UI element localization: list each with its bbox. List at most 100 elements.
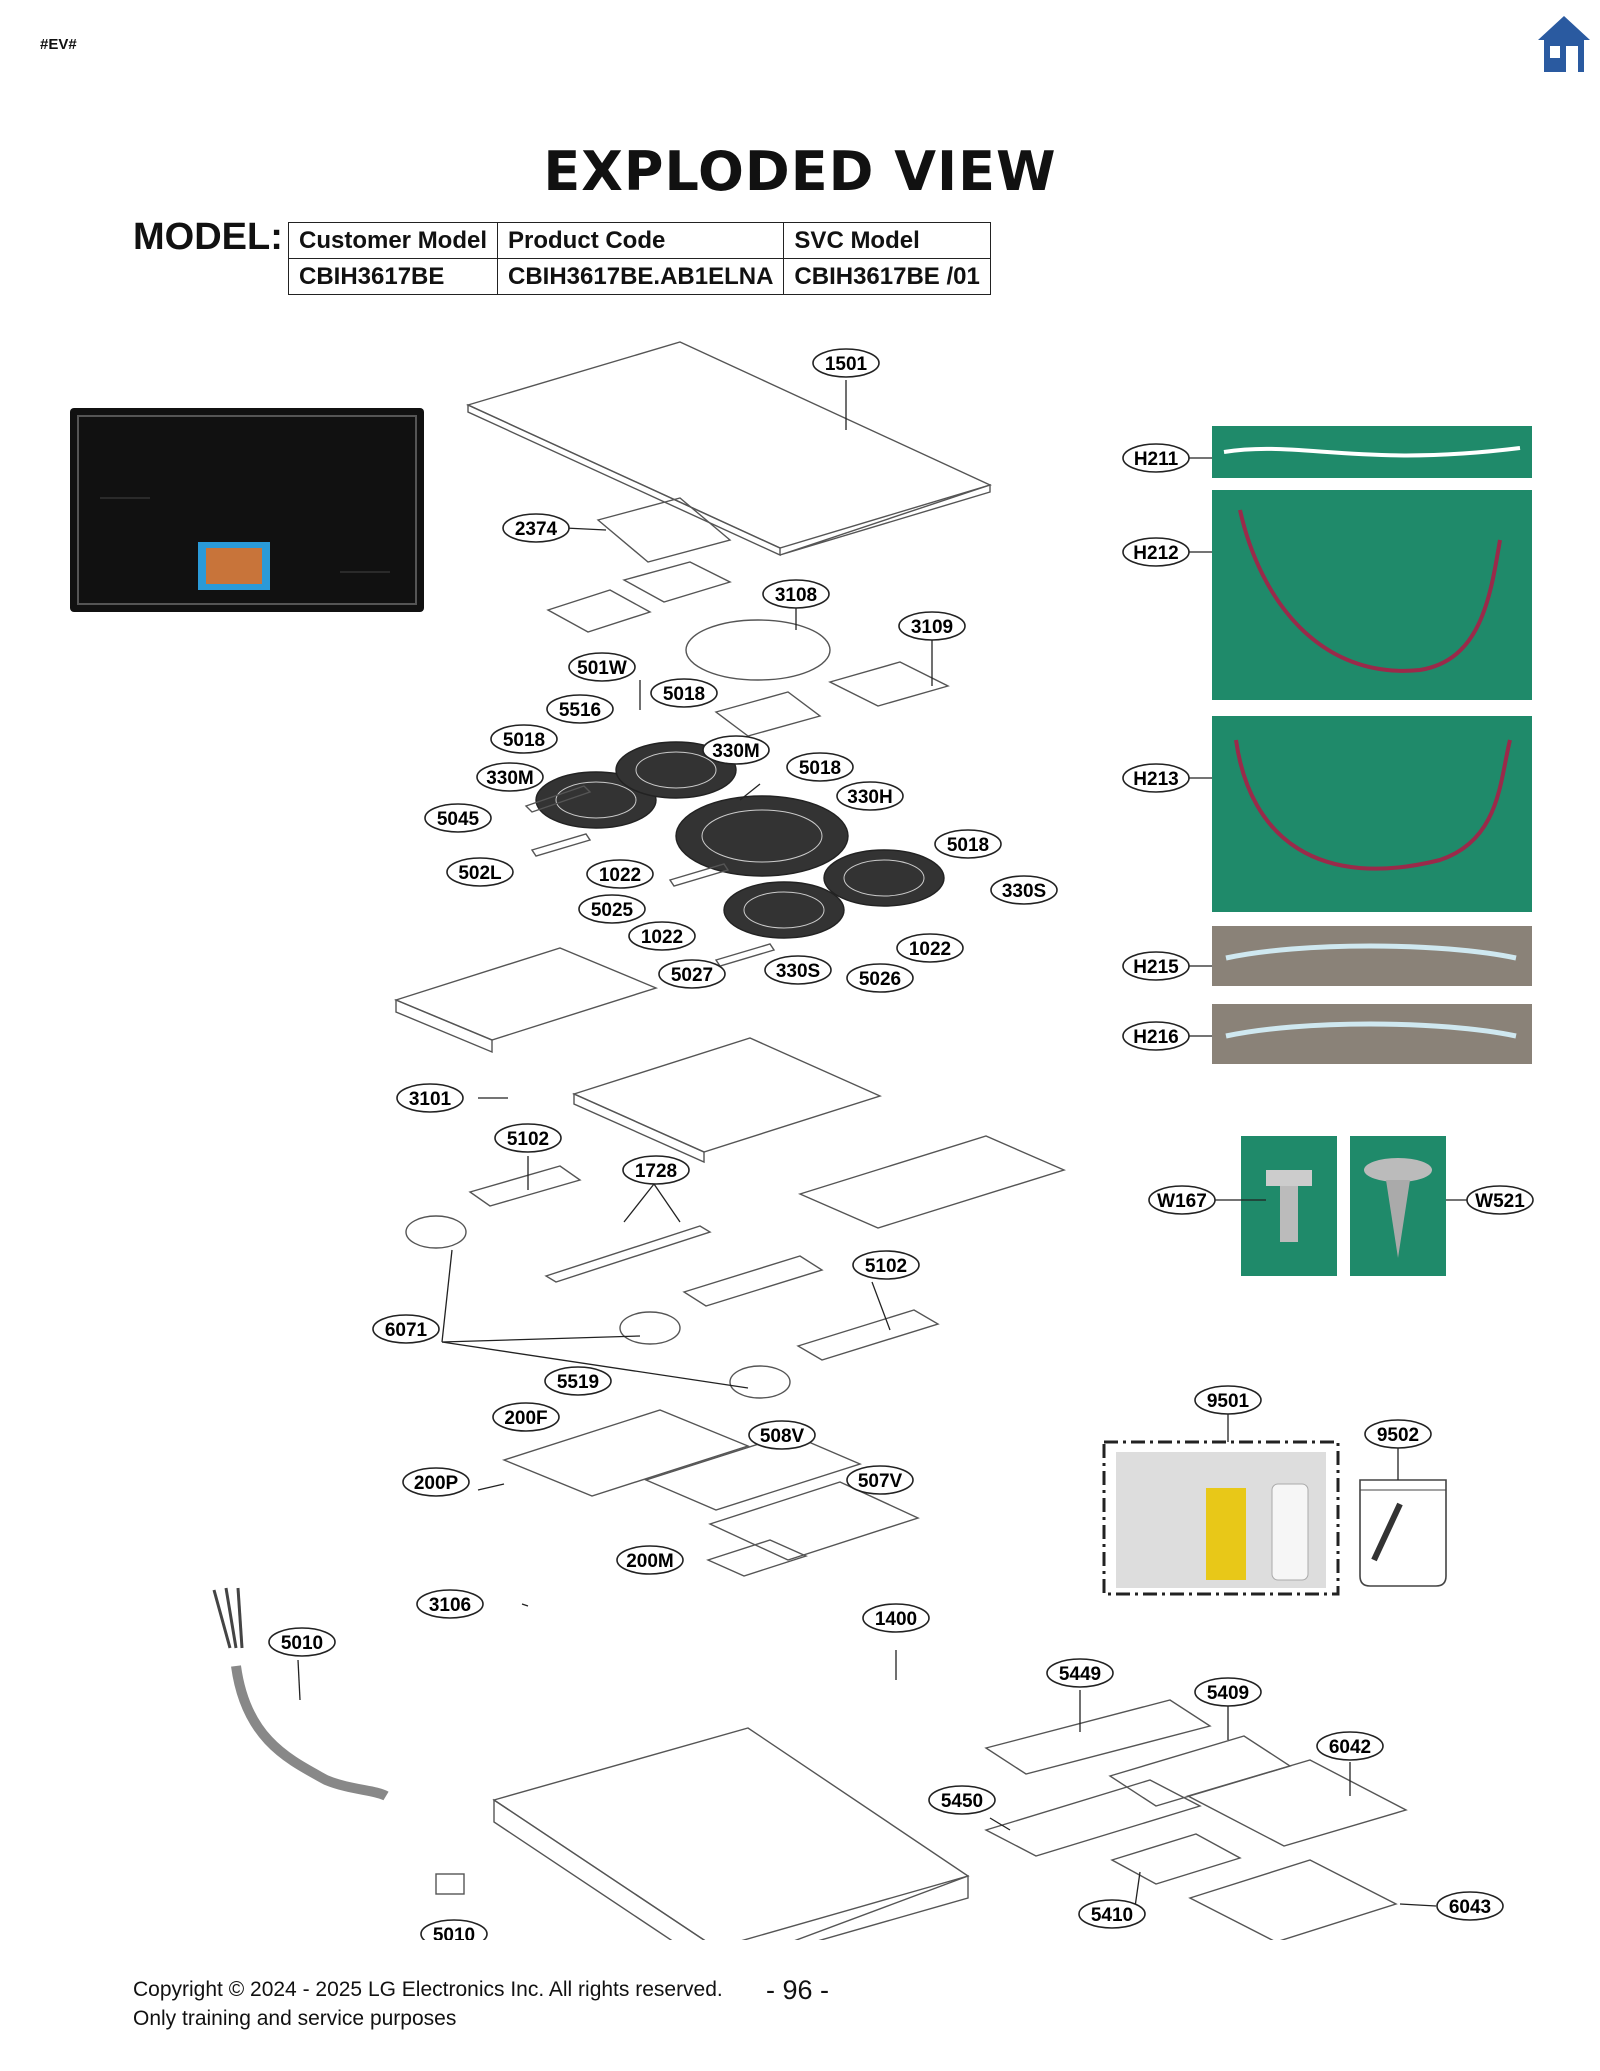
callout: 2374 <box>502 513 570 543</box>
svg-text:3108: 3108 <box>775 585 817 606</box>
svg-text:5025: 5025 <box>591 900 634 921</box>
product-code-value: CBIH3617BE.AB1ELNA <box>497 258 785 295</box>
svg-text:5519: 5519 <box>557 1372 599 1393</box>
svg-text:501W: 501W <box>577 658 627 679</box>
svg-text:1501: 1501 <box>825 354 868 375</box>
svg-text:330M: 330M <box>486 768 534 789</box>
callout: 330S <box>764 955 832 985</box>
svg-text:9502: 9502 <box>1377 1425 1419 1446</box>
svg-text:5026: 5026 <box>859 969 901 990</box>
callout: 5045 <box>424 803 492 833</box>
svg-text:5449: 5449 <box>1059 1664 1101 1685</box>
callout: 3108 <box>762 579 830 609</box>
svg-text:5018: 5018 <box>663 684 705 705</box>
callout: 6042 <box>1316 1731 1384 1761</box>
callout: 200F <box>492 1402 560 1432</box>
callout: 5018 <box>934 829 1002 859</box>
exploded-view-diagram: 1501 2374 3108 3109 501W 5018 5516 5018 … <box>212 341 1534 1940</box>
svg-text:5010: 5010 <box>281 1633 323 1654</box>
callout: 5026 <box>846 963 914 993</box>
callout: 5410 <box>1078 1899 1146 1929</box>
svg-text:W521: W521 <box>1475 1191 1525 1212</box>
callout: 1501 <box>812 348 880 378</box>
document-tag: #EV# <box>40 36 77 53</box>
svg-text:H211: H211 <box>1134 449 1179 470</box>
callout: 1022 <box>896 933 964 963</box>
svg-text:1022: 1022 <box>909 939 951 960</box>
callout: W521 <box>1466 1185 1534 1215</box>
svg-text:5410: 5410 <box>1091 1905 1133 1926</box>
svg-text:2374: 2374 <box>515 519 558 540</box>
svg-text:5010: 5010 <box>433 1925 475 1940</box>
callout: 501W <box>568 652 636 682</box>
svg-text:5045: 5045 <box>437 809 480 830</box>
callout: 502L <box>446 857 514 887</box>
svg-text:330H: 330H <box>847 787 892 808</box>
col-svc-model: SVC Model <box>783 222 991 259</box>
customer-model-value: CBIH3617BE <box>287 258 499 295</box>
svg-text:5018: 5018 <box>503 730 545 751</box>
svg-text:3106: 3106 <box>429 1595 471 1616</box>
callout: 5450 <box>928 1785 996 1815</box>
svg-text:1400: 1400 <box>875 1609 917 1630</box>
callout: 330H <box>836 781 904 811</box>
copyright-line-2: Only training and service purposes <box>133 2007 457 2030</box>
callout: 5018 <box>490 724 558 754</box>
svg-text:9501: 9501 <box>1207 1391 1250 1412</box>
harness-photo-h212 <box>1212 490 1532 700</box>
svg-text:1022: 1022 <box>641 927 683 948</box>
page-number: - 96 - <box>766 1975 830 2005</box>
col-product-code: Product Code <box>497 222 785 259</box>
callout: 5102 <box>494 1123 562 1153</box>
callout: 5027 <box>658 959 726 989</box>
svg-text:1022: 1022 <box>599 865 641 886</box>
callout: 1728 <box>622 1155 690 1185</box>
callout: 200P <box>402 1467 470 1497</box>
callout: 5409 <box>1194 1677 1262 1707</box>
svg-text:6071: 6071 <box>385 1320 428 1341</box>
col-customer-model: Customer Model <box>287 222 499 259</box>
home-icon[interactable] <box>1536 14 1592 74</box>
callout: 5010 <box>268 1627 336 1657</box>
callout: 5449 <box>1046 1658 1114 1688</box>
callout: 1400 <box>862 1603 930 1633</box>
harness-photo-h216 <box>1212 1004 1532 1064</box>
callout: 5516 <box>546 694 614 724</box>
callout: 330S <box>990 875 1058 905</box>
callout: H212 <box>1122 537 1190 567</box>
svg-text:W167: W167 <box>1157 1191 1207 1212</box>
svg-text:5102: 5102 <box>507 1129 549 1150</box>
callout: 9502 <box>1364 1419 1432 1449</box>
callout-labels: 1501 2374 3108 3109 501W 5018 5516 5018 … <box>268 348 1534 1940</box>
callout: 508V <box>748 1420 816 1450</box>
svg-text:330S: 330S <box>1002 881 1046 902</box>
callout: 330M <box>702 735 770 765</box>
callout: 5010 <box>420 1919 488 1940</box>
svg-text:502L: 502L <box>458 863 502 884</box>
svg-text:H216: H216 <box>1133 1027 1178 1048</box>
copyright-line-1: Copyright © 2024 - 2025 LG Electronics I… <box>133 1978 723 2001</box>
callout: 9501 <box>1194 1385 1262 1415</box>
callout: 330M <box>476 762 544 792</box>
svg-text:200P: 200P <box>414 1473 459 1494</box>
harness-photo-h215 <box>1212 926 1532 986</box>
callout: 200M <box>616 1545 684 1575</box>
callout: 6043 <box>1436 1891 1504 1921</box>
svg-text:330S: 330S <box>776 961 820 982</box>
cleaning-kit-box <box>1102 1440 1340 1596</box>
callout: 5102 <box>852 1250 920 1280</box>
callout: 1022 <box>628 921 696 951</box>
svg-text:H215: H215 <box>1133 957 1179 978</box>
page-title: EXPLODED VIEW <box>543 140 1057 203</box>
svg-text:3101: 3101 <box>409 1089 452 1110</box>
svg-text:200F: 200F <box>504 1408 547 1429</box>
model-table-row: CBIH3617BE CBIH3617BE.AB1ELNA CBIH3617BE… <box>287 258 991 295</box>
svg-text:200M: 200M <box>626 1551 674 1572</box>
svg-text:5409: 5409 <box>1207 1683 1249 1704</box>
harness-photo-h213 <box>1212 716 1532 912</box>
callout: 3109 <box>898 611 966 641</box>
model-label: MODEL: <box>133 216 283 258</box>
svg-text:3109: 3109 <box>911 617 953 638</box>
svg-text:5102: 5102 <box>865 1256 907 1277</box>
svg-text:508V: 508V <box>760 1426 805 1447</box>
